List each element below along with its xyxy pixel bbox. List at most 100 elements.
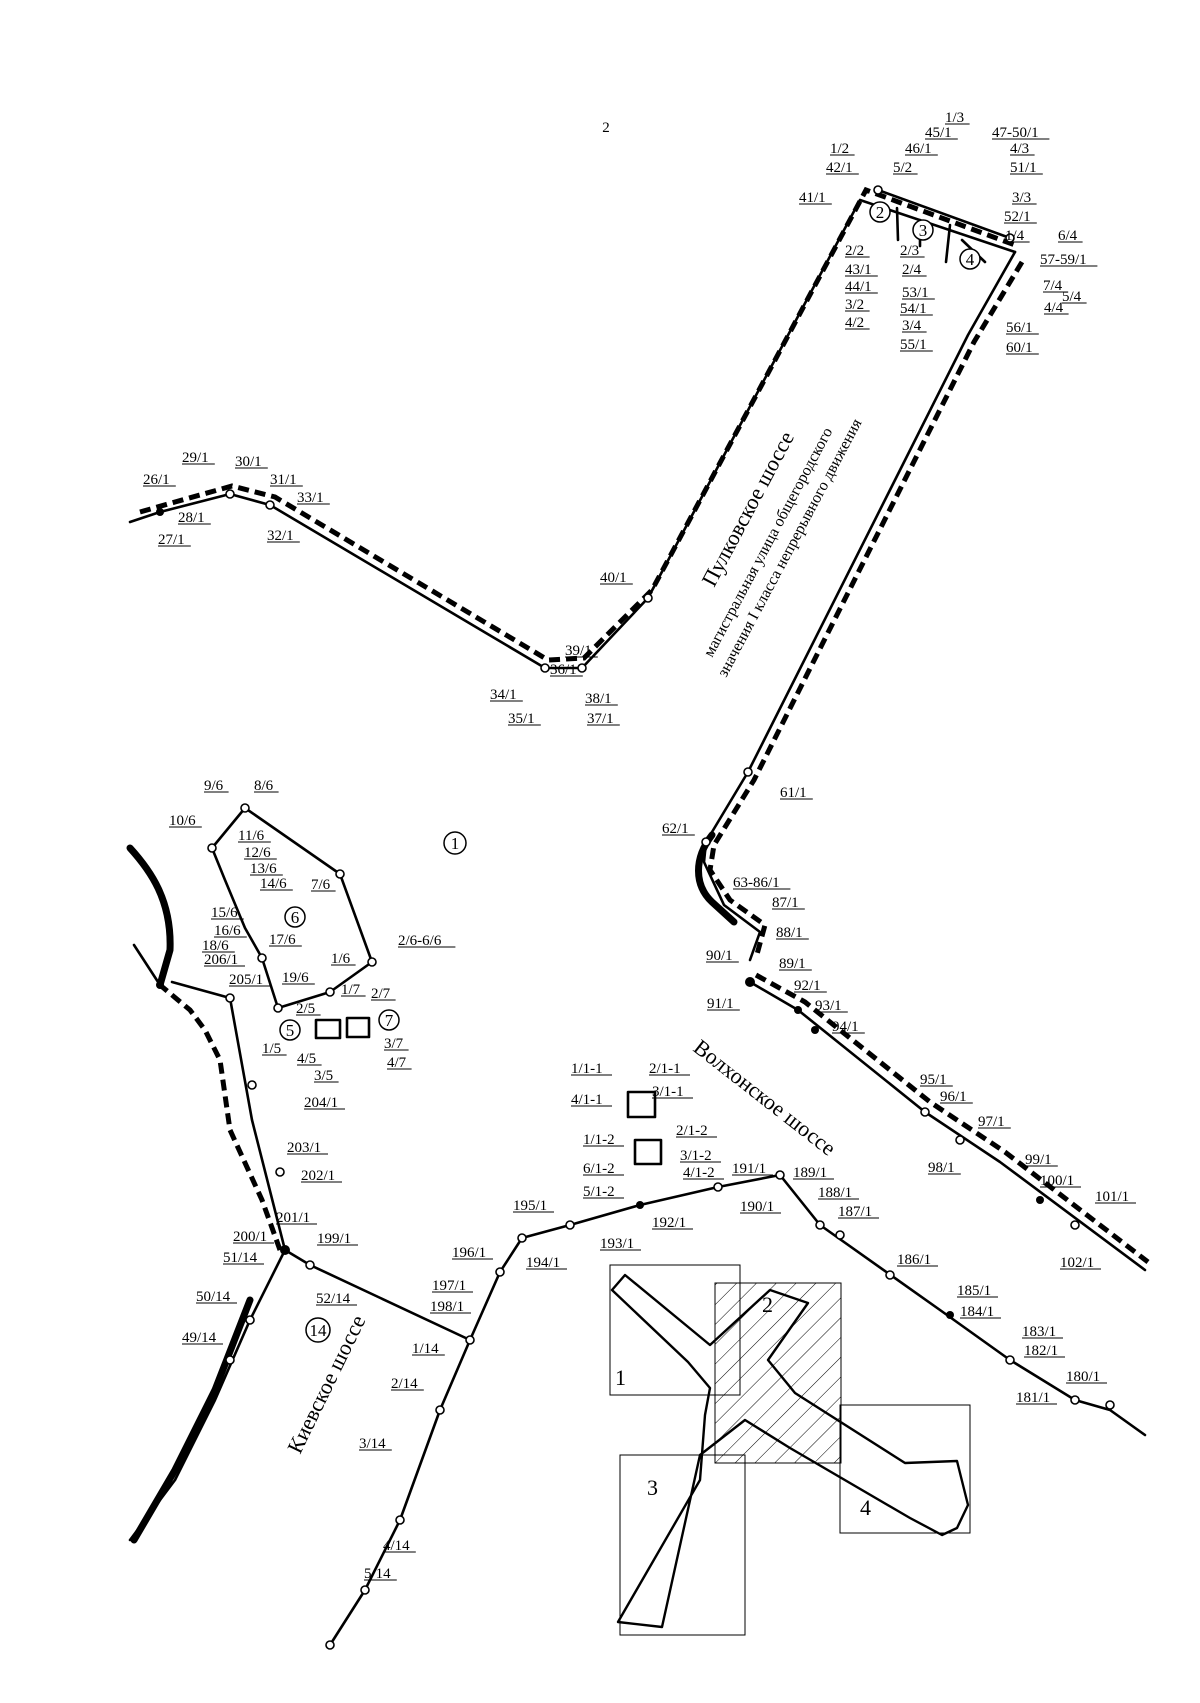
point-label: 36/1 (550, 662, 577, 678)
point-label: 38/1 (585, 691, 612, 707)
zone-marker-7: 7 (378, 1009, 400, 1031)
point-label: 198/1 (430, 1299, 464, 1315)
svg-text:6: 6 (291, 908, 300, 927)
inset-number-2: 2 (762, 1292, 773, 1317)
point-label: 3/1-1 (652, 1084, 684, 1100)
point-label: 53/1 (902, 285, 929, 301)
point-label: 34/1 (490, 687, 517, 703)
svg-text:1: 1 (451, 834, 460, 853)
kievskoe-thick-south (130, 1296, 254, 1544)
point-label: 203/1 (287, 1140, 321, 1156)
point-label: 6/1-2 (583, 1161, 615, 1177)
point-label: 52/14 (316, 1291, 351, 1307)
zone-marker-5: 5 (279, 1019, 301, 1041)
point-label: 100/1 (1040, 1173, 1074, 1189)
point-label: 4/5 (297, 1051, 316, 1067)
point-label: 89/1 (779, 956, 806, 972)
zone-6-boundary (210, 806, 374, 1010)
zone-1-2-square (633, 1138, 663, 1166)
inset-frame-1 (609, 1264, 741, 1396)
pulkovskoe-left-road (128, 198, 1017, 670)
point-label: 91/1 (707, 996, 734, 1012)
zone-7-square (345, 1016, 371, 1039)
point-label: 93/1 (815, 998, 842, 1014)
point-label: 55/1 (900, 337, 927, 353)
point-label: 191/1 (732, 1161, 766, 1177)
point-label: 8/6 (254, 778, 274, 794)
zone-numbers: 1 2 3 4 5 6 7 14 (279, 201, 981, 1343)
svg-text:3: 3 (919, 221, 928, 240)
point-label: 12/6 (244, 845, 271, 861)
point-label: 1/7 (341, 982, 361, 998)
point-label: 3/1-2 (680, 1148, 712, 1164)
point-label: 16/6 (214, 923, 241, 939)
point-label: 61/1 (780, 785, 807, 801)
point-label: 1/3 (945, 110, 964, 126)
point-label: 185/1 (957, 1283, 991, 1299)
svg-text:2: 2 (876, 203, 885, 222)
point-label: 57-59/1 (1040, 252, 1087, 268)
point-label: 51/1 (1010, 160, 1037, 176)
point-label: 92/1 (794, 978, 821, 994)
kievskoe-thick-curve (126, 844, 174, 989)
point-label: 5/4 (1062, 289, 1082, 305)
point-label: 60/1 (1006, 340, 1033, 356)
volkhonskoe-west-road (328, 1173, 782, 1647)
point-label: 29/1 (182, 450, 209, 466)
point-label: 26/1 (143, 472, 170, 488)
point-label: 101/1 (1095, 1189, 1129, 1205)
zone-1-1-square (626, 1090, 657, 1119)
point-label: 97/1 (978, 1114, 1005, 1130)
svg-text:5: 5 (286, 1021, 295, 1040)
point-label: 99/1 (1025, 1152, 1052, 1168)
point-label: 5/2 (893, 160, 912, 176)
point-label: 193/1 (600, 1236, 634, 1252)
point-label: 180/1 (1066, 1369, 1100, 1385)
point-label: 4/3 (1010, 141, 1029, 157)
point-label: 1/5 (262, 1041, 281, 1057)
point-label: 1/4 (1005, 228, 1025, 244)
point-label: 1/2 (830, 141, 849, 157)
point-label: 46/1 (905, 141, 932, 157)
point-label: 14/6 (260, 876, 287, 892)
point-label: 17/6 (269, 932, 296, 948)
point-label: 4/4 (1044, 300, 1064, 316)
inset-route-outline (610, 1273, 970, 1629)
point-label: 196/1 (452, 1245, 486, 1261)
point-label: 2/5 (296, 1001, 315, 1017)
pulkovskoe-right-dashed (707, 260, 1025, 959)
svg-text:14: 14 (310, 1321, 328, 1340)
zone-marker-6: 6 (284, 906, 306, 928)
point-label: 192/1 (652, 1215, 686, 1231)
point-label: 2/1-1 (649, 1061, 681, 1077)
point-label: 56/1 (1006, 320, 1033, 336)
point-label: 186/1 (897, 1252, 931, 1268)
point-label: 2/7 (371, 986, 391, 1002)
point-label: 42/1 (826, 160, 853, 176)
zone-marker-14: 14 (305, 1317, 331, 1343)
point-label: 4/2 (845, 315, 864, 331)
point-label: 2/3 (900, 243, 919, 259)
point-label: 187/1 (838, 1204, 872, 1220)
street-volkhonskoe: Волхонское шоссе (689, 1034, 841, 1160)
svg-text:7: 7 (385, 1011, 394, 1030)
zone-marker-2: 2 (869, 201, 891, 223)
point-label: 182/1 (1024, 1343, 1058, 1359)
point-label: 94/1 (832, 1019, 859, 1035)
road-network (126, 186, 1150, 1647)
point-label: 51/14 (223, 1250, 258, 1266)
point-label: 204/1 (304, 1095, 338, 1111)
point-label: 200/1 (233, 1229, 267, 1245)
point-label: 28/1 (178, 510, 205, 526)
point-label: 49/14 (182, 1330, 217, 1346)
point-label: 2/1-2 (676, 1123, 708, 1139)
point-label: 3/14 (359, 1436, 386, 1452)
point-label: 40/1 (600, 570, 627, 586)
point-label: 6/4 (1058, 228, 1078, 244)
inset-number-3: 3 (647, 1475, 658, 1500)
point-label: 183/1 (1022, 1324, 1056, 1340)
zone-5-square (314, 1018, 342, 1040)
point-label: 4/1-2 (683, 1165, 715, 1181)
